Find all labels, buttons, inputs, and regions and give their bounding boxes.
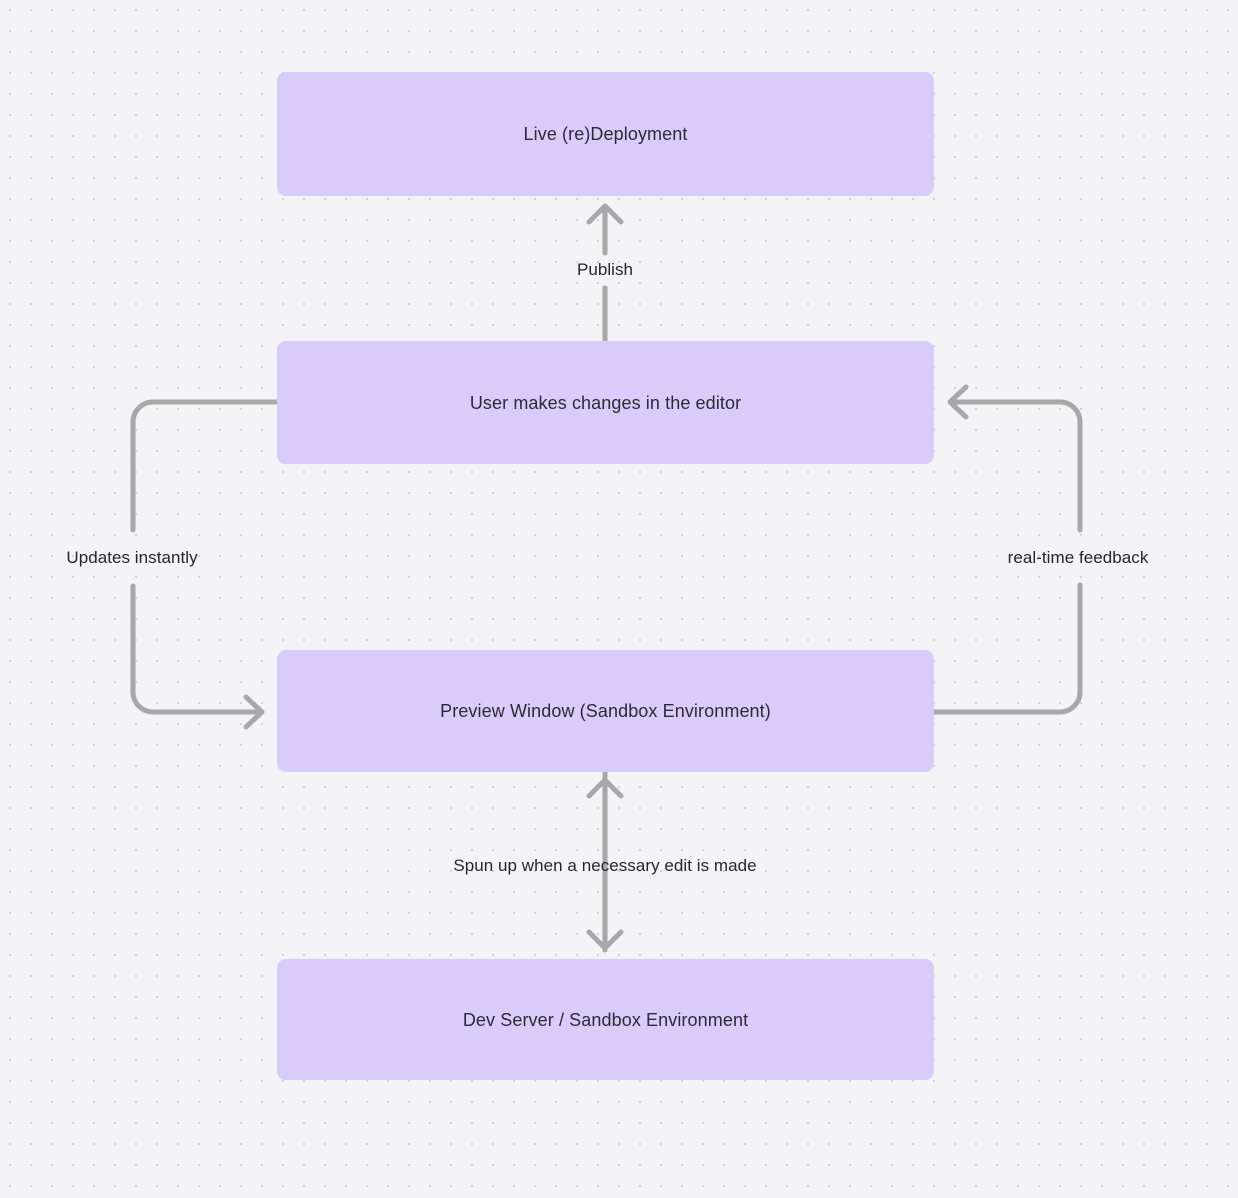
node-label: Dev Server / Sandbox Environment	[462, 1009, 749, 1030]
edge-label-updates-instantly: Updates instantly	[66, 548, 198, 567]
edge-label-spun-up: Spun up when a necessary edit is made	[453, 856, 757, 875]
node-dev-server[interactable]: Dev Server / Sandbox Environment	[277, 959, 934, 1080]
node-preview-window[interactable]: Preview Window (Sandbox Environment)	[277, 650, 934, 772]
node-label: User makes changes in the editor	[469, 392, 742, 413]
edge-label-publish: Publish	[576, 260, 634, 279]
node-live-deployment[interactable]: Live (re)Deployment	[277, 72, 934, 196]
node-label: Live (re)Deployment	[523, 124, 688, 144]
edge-label-real-time-feedback: real-time feedback	[1007, 548, 1149, 567]
node-user-edits[interactable]: User makes changes in the editor	[277, 341, 934, 464]
node-label: Preview Window (Sandbox Environment)	[440, 701, 771, 721]
